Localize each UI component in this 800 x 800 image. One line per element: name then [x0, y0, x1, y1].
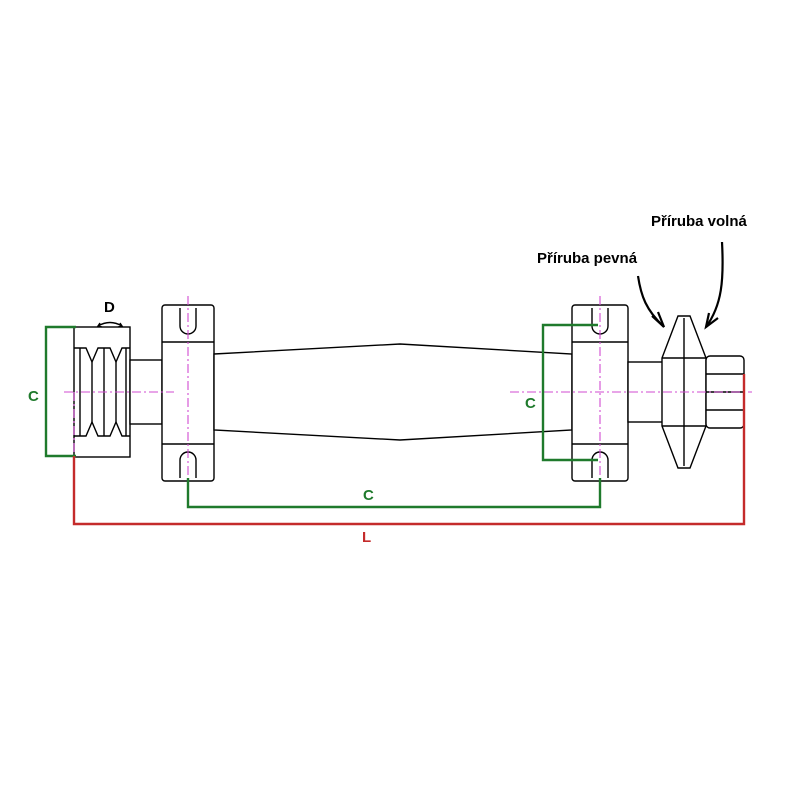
dim-c-left-label: C: [28, 388, 39, 405]
dim-l-label: L: [362, 529, 371, 546]
dim-c-right-label: C: [525, 395, 536, 412]
dim-c-middle-label: C: [363, 487, 374, 504]
center-lines: [64, 296, 752, 486]
dimension-c-middle: C: [186, 478, 602, 509]
dimension-c-right: C: [525, 323, 598, 462]
label-flange-loose: Příruba volná: [651, 213, 748, 230]
callout-flange-loose: Příruba volná: [651, 213, 748, 330]
label-flange-fixed: Příruba pevná: [537, 250, 638, 267]
dimension-d: D: [96, 299, 124, 328]
callout-flange-fixed: Příruba pevná: [537, 250, 666, 328]
dimension-c-left: C: [28, 325, 76, 458]
dimension-l: L: [72, 374, 746, 546]
dim-d-label: D: [104, 299, 115, 316]
